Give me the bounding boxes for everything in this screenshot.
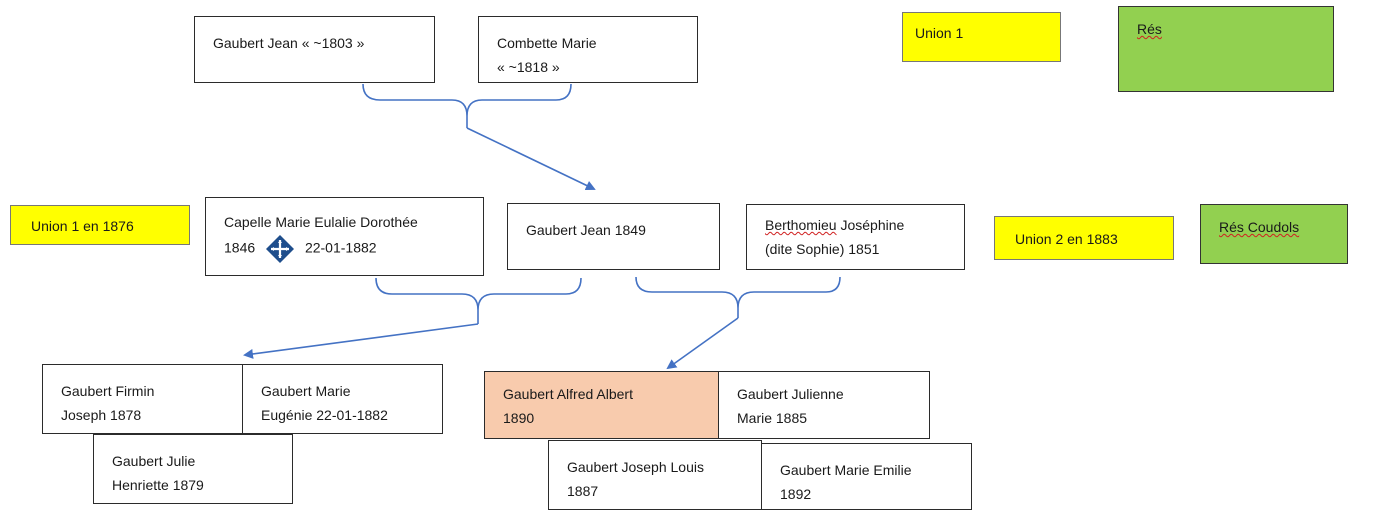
person-dates: « ~1818 » — [497, 59, 560, 75]
person-dates: Joseph 1878 — [61, 407, 142, 423]
person-dates: 1892 — [780, 486, 812, 502]
person-name: Gaubert Alfred Albert — [503, 386, 633, 402]
person-box-capelle-marie: Capelle Marie Eulalie Dorothée 1846 22-0… — [205, 197, 484, 276]
person-box-gaubert-marie-emilie: Gaubert Marie Emilie 1892 — [761, 443, 972, 510]
person-name: Gaubert Jean 1849 — [526, 222, 646, 238]
note-union-2-en-1883: Union 2 en 1883 — [994, 216, 1174, 260]
person-name: Combette Marie — [497, 35, 597, 51]
person-box-gaubert-alfred-albert: Gaubert Alfred Albert 1890 — [484, 371, 719, 439]
note-residence-coudols: Rés Coudols — [1200, 204, 1348, 264]
person-box-gaubert-firmin: Gaubert Firmin Joseph 1878 — [42, 364, 243, 434]
note-union-1-en-1876: Union 1 en 1876 — [10, 205, 190, 245]
person-box-gaubert-julienne: Gaubert Julienne Marie 1885 — [718, 371, 930, 439]
note-residence: Rés — [1118, 6, 1334, 92]
person-name: Berthomieu Joséphine — [765, 217, 905, 233]
person-dates: 1887 — [567, 483, 599, 499]
person-name: Gaubert Joseph Louis — [567, 459, 704, 475]
person-dates: Eugénie 22-01-1882 — [261, 407, 388, 423]
person-name: Gaubert Julienne — [737, 386, 844, 402]
person-dates: 1846 22-01-1882 — [224, 234, 465, 264]
person-dates: Henriette 1879 — [112, 477, 204, 493]
person-name: Gaubert Firmin — [61, 383, 155, 399]
person-dates: 1890 — [503, 410, 535, 426]
parents-to-jean-arrow — [466, 127, 596, 191]
parents-brace — [362, 83, 572, 117]
person-dates: Marie 1885 — [737, 410, 808, 426]
person-dates: (dite Sophie) 1851 — [765, 241, 880, 257]
person-name: Gaubert Jean « ~1803 » — [213, 35, 365, 51]
person-box-gaubert-julie: Gaubert Julie Henriette 1879 — [93, 434, 293, 504]
union1-to-children-arrow — [243, 323, 479, 359]
person-name: Gaubert Marie — [261, 383, 351, 399]
person-box-combette-marie: Combette Marie « ~1818 » — [478, 16, 698, 83]
person-box-berthomieu-josephine: Berthomieu Joséphine (dite Sophie) 1851 — [746, 204, 965, 270]
person-box-gaubert-marie-eugenie: Gaubert Marie Eugénie 22-01-1882 — [242, 364, 443, 434]
person-name: Gaubert Julie — [112, 453, 196, 469]
person-box-gaubert-jean-1803: Gaubert Jean « ~1803 » — [194, 16, 435, 83]
person-name: Capelle Marie Eulalie Dorothée — [224, 214, 418, 230]
note-union-1: Union 1 — [902, 12, 1061, 62]
union1-brace — [375, 277, 582, 311]
person-name: Gaubert Marie Emilie — [780, 462, 912, 478]
union2-brace — [635, 276, 841, 309]
person-box-gaubert-jean-1849: Gaubert Jean 1849 — [507, 203, 720, 270]
cross-icon — [266, 235, 295, 263]
union2-to-children-arrow — [666, 317, 739, 370]
person-box-gaubert-joseph-louis: Gaubert Joseph Louis 1887 — [548, 440, 762, 510]
